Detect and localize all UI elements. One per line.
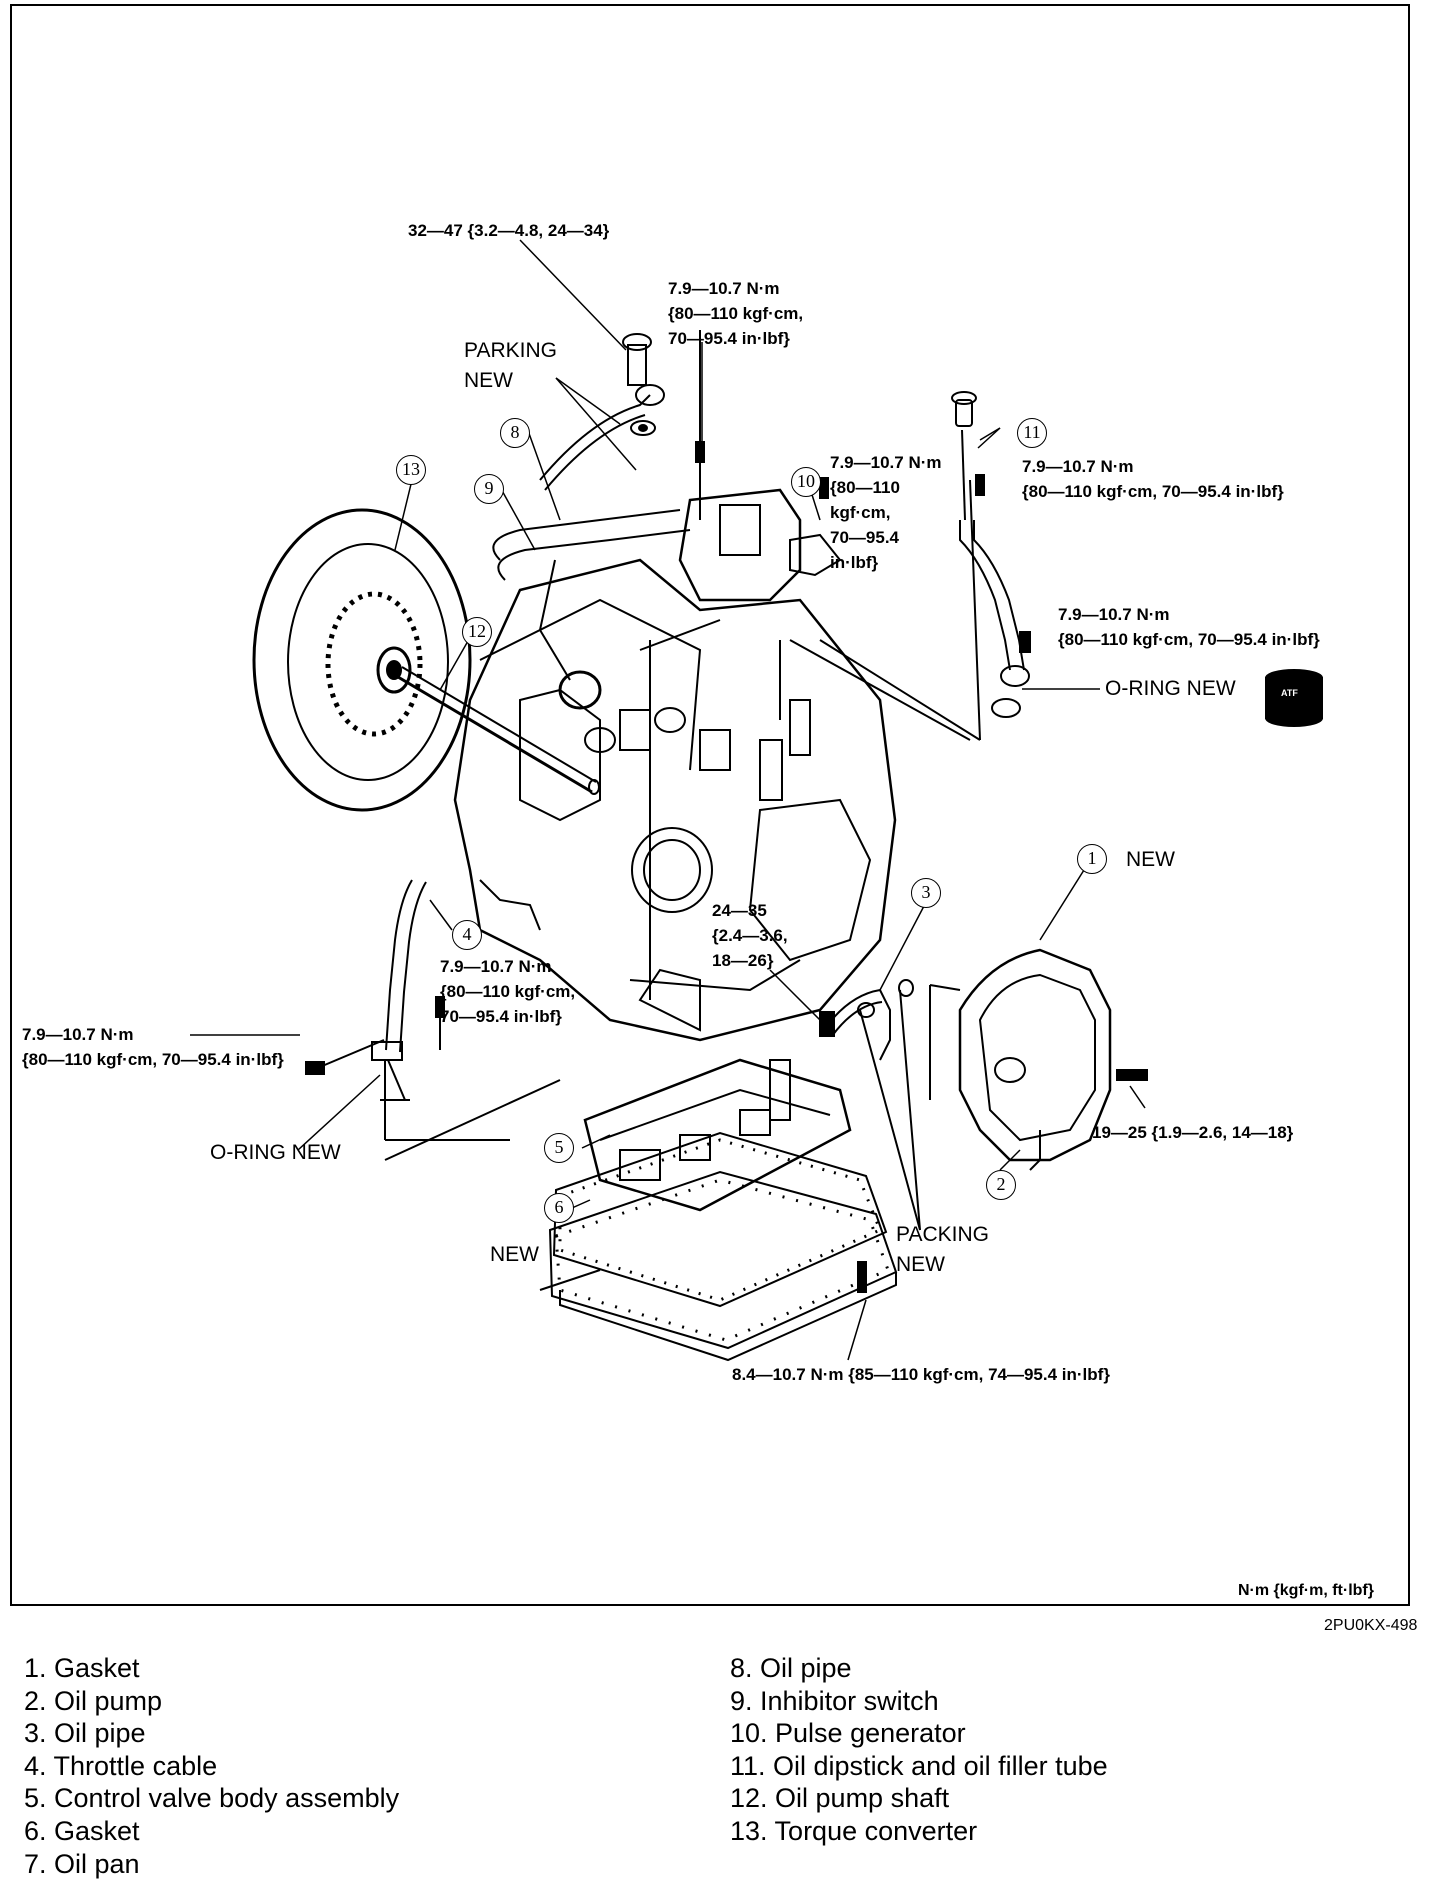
torque-converter-drawing [252, 508, 472, 812]
throttle-cable-drawing [305, 879, 561, 1161]
torque-label-tube-upper: 7.9—10.7 N·m {80—110 kgf·cm, 70—95.4 in·… [1022, 457, 1284, 501]
figure-code: 2PU0KX-498 [1324, 1617, 1418, 1634]
legend-item: 13. Torque converter [730, 1815, 978, 1846]
callout-11: 11 [1017, 418, 1047, 448]
torque-label-tube-lower: 7.9—10.7 N·m {80—110 kgf·cm, 70—95.4 in·… [1058, 605, 1320, 649]
torque-label-cable-bolt-left: 7.9—10.7 N·m {80—110 kgf·cm, 70—95.4 in·… [22, 1025, 284, 1069]
transaxle-case-drawing [453, 558, 971, 1042]
torque-label-pan-bolt: 8.4—10.7 N·m {85—110 kgf·cm, 74—95.4 in·… [732, 1365, 1110, 1384]
transaxle-exploded-diagram [190, 239, 1323, 1362]
legend-item: 12. Oil pump shaft [730, 1783, 950, 1814]
unit-note: N·m {kgf·m, ft·lbf} [1238, 1582, 1374, 1599]
torque-label-pipe-bolt: 24—35 {2.4—3.6, 18—26} [712, 901, 788, 970]
callout-5: 5 [544, 1133, 574, 1163]
callout-3: 3 [911, 878, 941, 908]
inhibitor-switch-drawing [492, 330, 842, 710]
torque-label-pump-bolt: 19—25 {1.9—2.6, 14—18} [1092, 1123, 1294, 1142]
oil-pump-drawing [929, 948, 1148, 1171]
legend-item: 2. Oil pump [24, 1685, 163, 1716]
callout-13: 13 [396, 455, 426, 485]
legend-item: 3. Oil pipe [24, 1718, 146, 1749]
callout-2: 2 [986, 1170, 1016, 1200]
note-parking-new: PARKING NEW [464, 339, 557, 392]
valve-body-drawing [583, 1058, 852, 1212]
torque-label-top-bolt: 32—47 {3.2—4.8, 24—34} [408, 221, 610, 240]
callout-6: 6 [544, 1193, 574, 1223]
callout-8: 8 [500, 418, 530, 448]
note-packing-new: PACKING NEW [896, 1223, 989, 1276]
legend-item: 1. Gasket [24, 1653, 140, 1683]
torque-label-cable-bolt-center: 7.9—10.7 N·m {80—110 kgf·cm, 70—95.4 in·… [440, 957, 576, 1026]
torque-label-switch-bolt: 7.9—10.7 N·m {80—110 kgf·cm, 70—95.4 in·… [668, 279, 804, 348]
callout-10: 10 [791, 467, 821, 497]
parts-legend-left: 1. Gasket 2. Oil pump 3. Oil pipe 4. Thr… [24, 1652, 399, 1880]
note-new-gasket-1: NEW [1126, 848, 1175, 871]
callout-9: 9 [474, 474, 504, 504]
callout-12: 12 [462, 617, 492, 647]
legend-item: 11. Oil dipstick and oil filler tube [730, 1750, 1108, 1781]
legend-item: 7. Oil pan [24, 1848, 140, 1879]
oil-pan-drawing [539, 1170, 898, 1362]
callout-4: 4 [452, 920, 482, 950]
oil-dipstick-drawing [819, 391, 1031, 741]
legend-item: 9. Inhibitor switch [730, 1685, 939, 1716]
leader-lines [190, 239, 1146, 1361]
diagram-frame [10, 4, 1410, 1606]
parts-legend-right: 8. Oil pipe 9. Inhibitor switch 10. Puls… [730, 1652, 1108, 1848]
callout-1: 1 [1077, 844, 1107, 874]
legend-item: 10. Pulse generator [730, 1718, 966, 1749]
oil-pipe-3-drawing [819, 979, 921, 1231]
atf-can-drawing [1265, 669, 1323, 727]
legend-item: 4. Throttle cable [24, 1750, 218, 1781]
legend-item: 6. Gasket [24, 1815, 140, 1846]
torque-label-pulse-bolt: 7.9—10.7 N·m {80—110 kgf·cm, 70—95.4 in·… [830, 453, 942, 572]
gasket-6-drawing [552, 1131, 888, 1308]
atf-can-label: ATF [1281, 688, 1298, 698]
oil-pump-shaft-drawing [397, 666, 600, 795]
note-oring-left: O-RING NEW [210, 1141, 341, 1164]
legend-item: 5. Control valve body assembly [24, 1783, 400, 1814]
legend-item: 8. Oil pipe [730, 1653, 852, 1683]
note-oring-right: O-RING NEW [1105, 677, 1236, 700]
note-new-gasket-6: NEW [490, 1243, 539, 1266]
